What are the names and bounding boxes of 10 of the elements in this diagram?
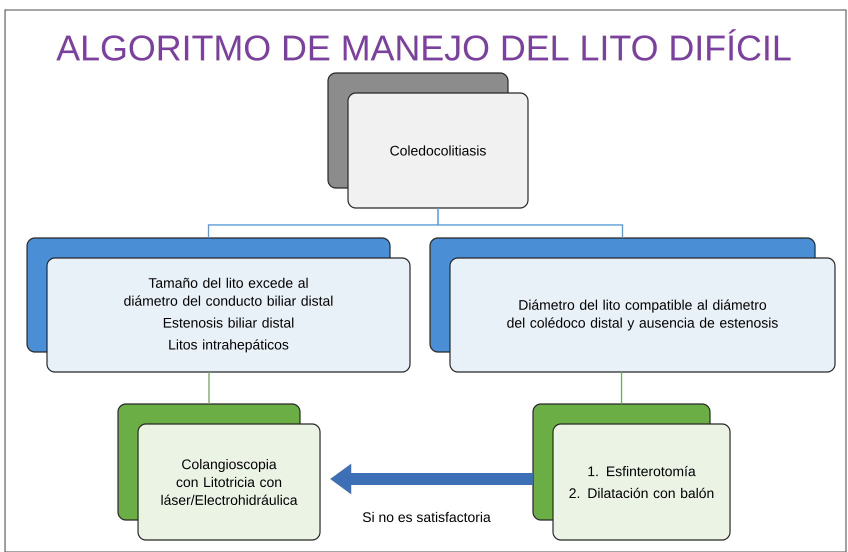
process-box: 1. Esfinterotomía 2. Dilatación con balón: [532, 403, 731, 541]
process-box: Coledocolitiasis: [327, 72, 529, 209]
connector-line: [620, 372, 622, 404]
process-box: Diámetro del lito compatible al diámetro del colédoco distal y ausencia de estenosis: [429, 237, 836, 373]
title: ALGORITMO DE MANEJO DEL LITO DIFÍCIL: [56, 29, 791, 61]
process-box: Colangioscopia con Litotricia con láser/Electrohidráulica: [117, 403, 321, 541]
connector-line: [208, 372, 210, 404]
process-box: Tamaño del lito excede al diámetro del conducto biliar distal Estenosis biliar distal Litos intrahepáticos: [26, 237, 411, 373]
connector-line: [437, 208, 624, 238]
edge-label: Si no es satisfactoria: [362, 512, 491, 522]
